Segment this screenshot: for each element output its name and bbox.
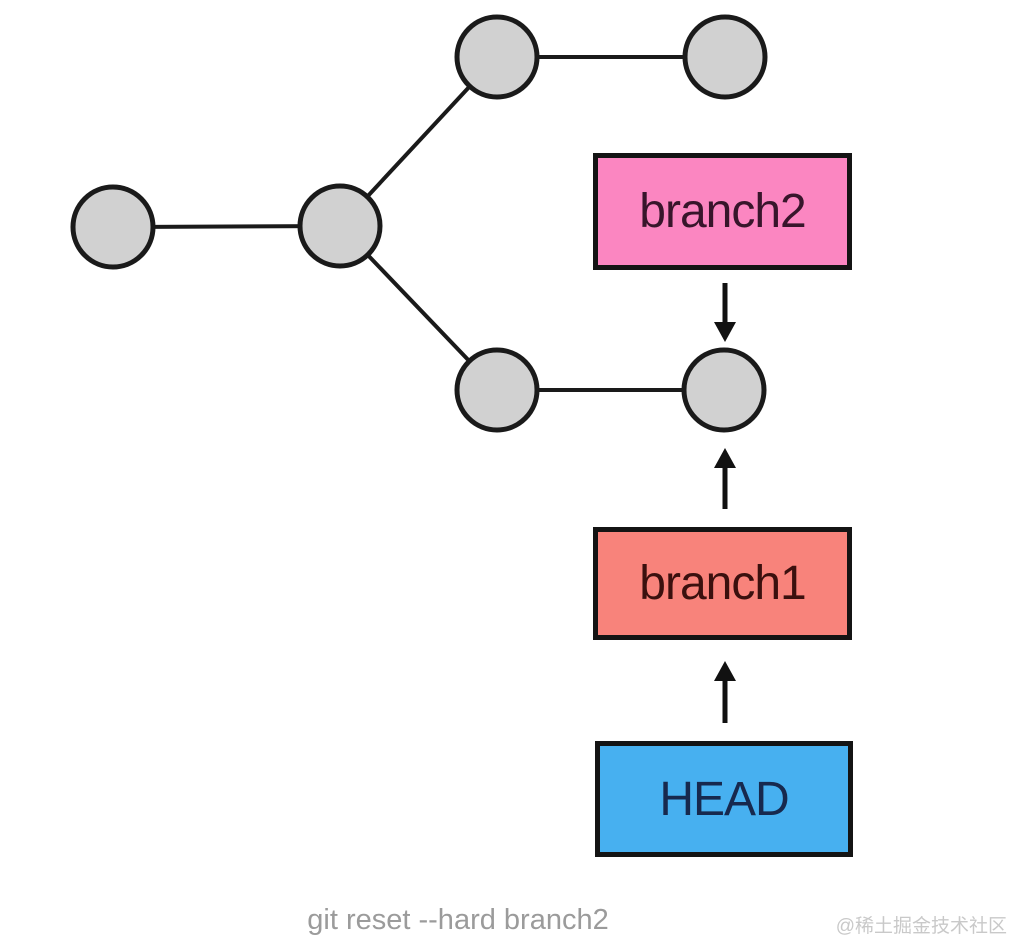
branch1-to-commit-arrow-head bbox=[714, 448, 736, 468]
commit-node bbox=[454, 14, 540, 100]
commit-node bbox=[297, 183, 383, 269]
watermark: @稀土掘金技术社区 bbox=[835, 916, 1007, 937]
commit-node bbox=[454, 347, 540, 433]
commit-node bbox=[681, 347, 767, 433]
head-label-box: HEAD bbox=[595, 741, 853, 857]
commit-node bbox=[70, 184, 156, 270]
branch1-label-box: branch1 bbox=[593, 527, 852, 640]
head-to-branch1-arrow-head bbox=[714, 661, 736, 681]
command-caption: git reset --hard branch2 bbox=[307, 904, 609, 936]
branch2-to-commit-arrow-head bbox=[714, 322, 736, 342]
commit-node bbox=[682, 14, 768, 100]
branch2-label-box: branch2 bbox=[593, 153, 852, 270]
